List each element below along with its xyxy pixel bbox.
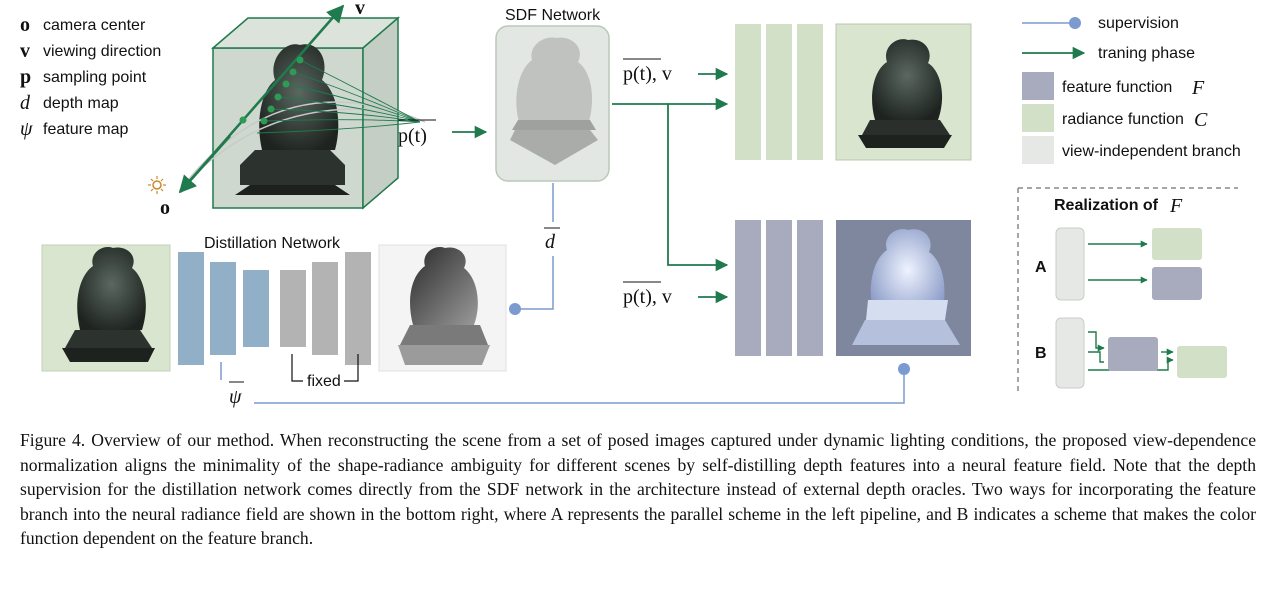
sdf-network: SDF Network (495, 7, 610, 182)
sdf-network-title: SDF Network (505, 7, 601, 24)
scheme-a-feature-box (1152, 267, 1202, 300)
feature-layer-1 (735, 220, 761, 356)
scheme-b-arrow-to-feature (1088, 331, 1105, 352)
fixed-label: fixed (307, 373, 341, 390)
legend-right: supervision traning phase feature functi… (1022, 15, 1241, 164)
depth-map-symbol: d (20, 92, 31, 114)
radiance-layer-2 (766, 24, 792, 160)
fixed-bracket-right (344, 354, 359, 382)
scheme-b-view-independent-box (1055, 317, 1085, 389)
sdf-mesh-render (510, 37, 598, 165)
realization-title: Realization of (1054, 197, 1159, 214)
encoder-layer-2 (210, 262, 236, 355)
camera-center-symbol: o (20, 14, 30, 36)
decoder-layer-2 (312, 262, 338, 355)
legend-item-depth-map: d depth map (20, 92, 119, 114)
statue-image-input (62, 247, 155, 362)
feature-layer-2 (766, 220, 792, 356)
feature-layer-3 (797, 220, 823, 356)
scheme-a-view-independent-box (1055, 227, 1085, 301)
feature-input-label: p(t), v (623, 286, 672, 308)
realization-symbol: F (1169, 195, 1183, 217)
scheme-b-feature-box (1108, 337, 1158, 371)
scheme-b-arrow-bypass-1 (1088, 351, 1104, 363)
statue-depth-render (398, 247, 490, 365)
depth-d-label: d (545, 231, 556, 253)
scheme-a-label: A (1035, 259, 1047, 276)
fixed-bracket-left (291, 354, 303, 382)
figure-caption: Figure 4. Overview of our method. When r… (20, 430, 1256, 548)
statue-image-cube (235, 44, 350, 195)
legend-left: o camera center v viewing direction p sa… (20, 14, 161, 140)
method-overview-diagram: o camera center v viewing direction p sa… (20, 0, 1241, 408)
radiance-function-symbol: C (1194, 109, 1208, 131)
radiance-layer-3 (797, 24, 823, 160)
feature-supervision-line (254, 375, 905, 404)
feature-supervision-dot (898, 363, 910, 375)
supervision-legend-label: supervision (1098, 15, 1179, 32)
scheme-a-radiance-box (1152, 228, 1202, 260)
depth-map-label: depth map (43, 95, 119, 112)
encoder-layer-3 (243, 270, 269, 347)
depth-supervision-line (517, 256, 554, 310)
feature-function-branch (735, 220, 971, 356)
distillation-network-title: Distillation Network (204, 235, 341, 252)
distillation-network: Distillation Network fixed ψ (41, 235, 507, 408)
training-legend-label: traning phase (1098, 45, 1195, 62)
supervision-legend-dot (1069, 17, 1081, 29)
radiance-layer-1 (735, 24, 761, 160)
view-direction-v-label: v (355, 0, 365, 19)
feature-function-symbol: F (1191, 77, 1205, 99)
viewing-direction-label: viewing direction (43, 43, 161, 60)
legend-item-feature-map: ψ feature map (20, 118, 128, 140)
view-independent-swatch (1022, 136, 1054, 164)
camera-center-label: camera center (43, 17, 146, 34)
camera-ray-tail (178, 135, 231, 194)
sampling-point-pt-label: p(t) (398, 125, 427, 147)
scheme-b-label: B (1035, 345, 1047, 362)
sampling-point-label: sampling point (43, 69, 147, 86)
sampling-point-symbol: p (20, 66, 31, 88)
statue-normal-render (852, 229, 960, 345)
depth-supervision-dot (509, 303, 521, 315)
feature-map-symbol: ψ (20, 118, 33, 140)
feature-function-swatch (1022, 72, 1054, 100)
light-source-icon (148, 176, 166, 194)
decoder-layer-1 (280, 270, 306, 347)
legend-item-viewing-direction: v viewing direction (20, 40, 161, 62)
view-independent-label: view-independent branch (1062, 143, 1241, 160)
statue-image-rendered (858, 39, 952, 148)
radiance-function-branch (735, 23, 972, 161)
realization-panel: Realization of F A B (1017, 187, 1238, 395)
encoder-layer-1 (178, 252, 204, 365)
camera-center-o-label: o (160, 197, 170, 219)
feature-map-label: feature map (43, 121, 128, 138)
legend-item-sampling-point: p sampling point (20, 66, 147, 88)
scheme-b-radiance-box (1177, 346, 1227, 378)
legend-item-camera-center: o camera center (20, 14, 146, 36)
radiance-function-label: radiance function (1062, 111, 1184, 128)
decoder-layer-3 (345, 252, 371, 365)
sample-points (239, 56, 304, 125)
radiance-input-label: p(t), v (623, 63, 672, 85)
radiance-function-swatch (1022, 104, 1054, 132)
arrow-sdf-to-feature-branch (612, 103, 729, 272)
feature-psi-label: ψ (229, 386, 242, 408)
viewing-direction-symbol: v (20, 40, 30, 62)
feature-function-label: feature function (1062, 79, 1172, 96)
ray-marching-cube: v o (148, 0, 426, 219)
